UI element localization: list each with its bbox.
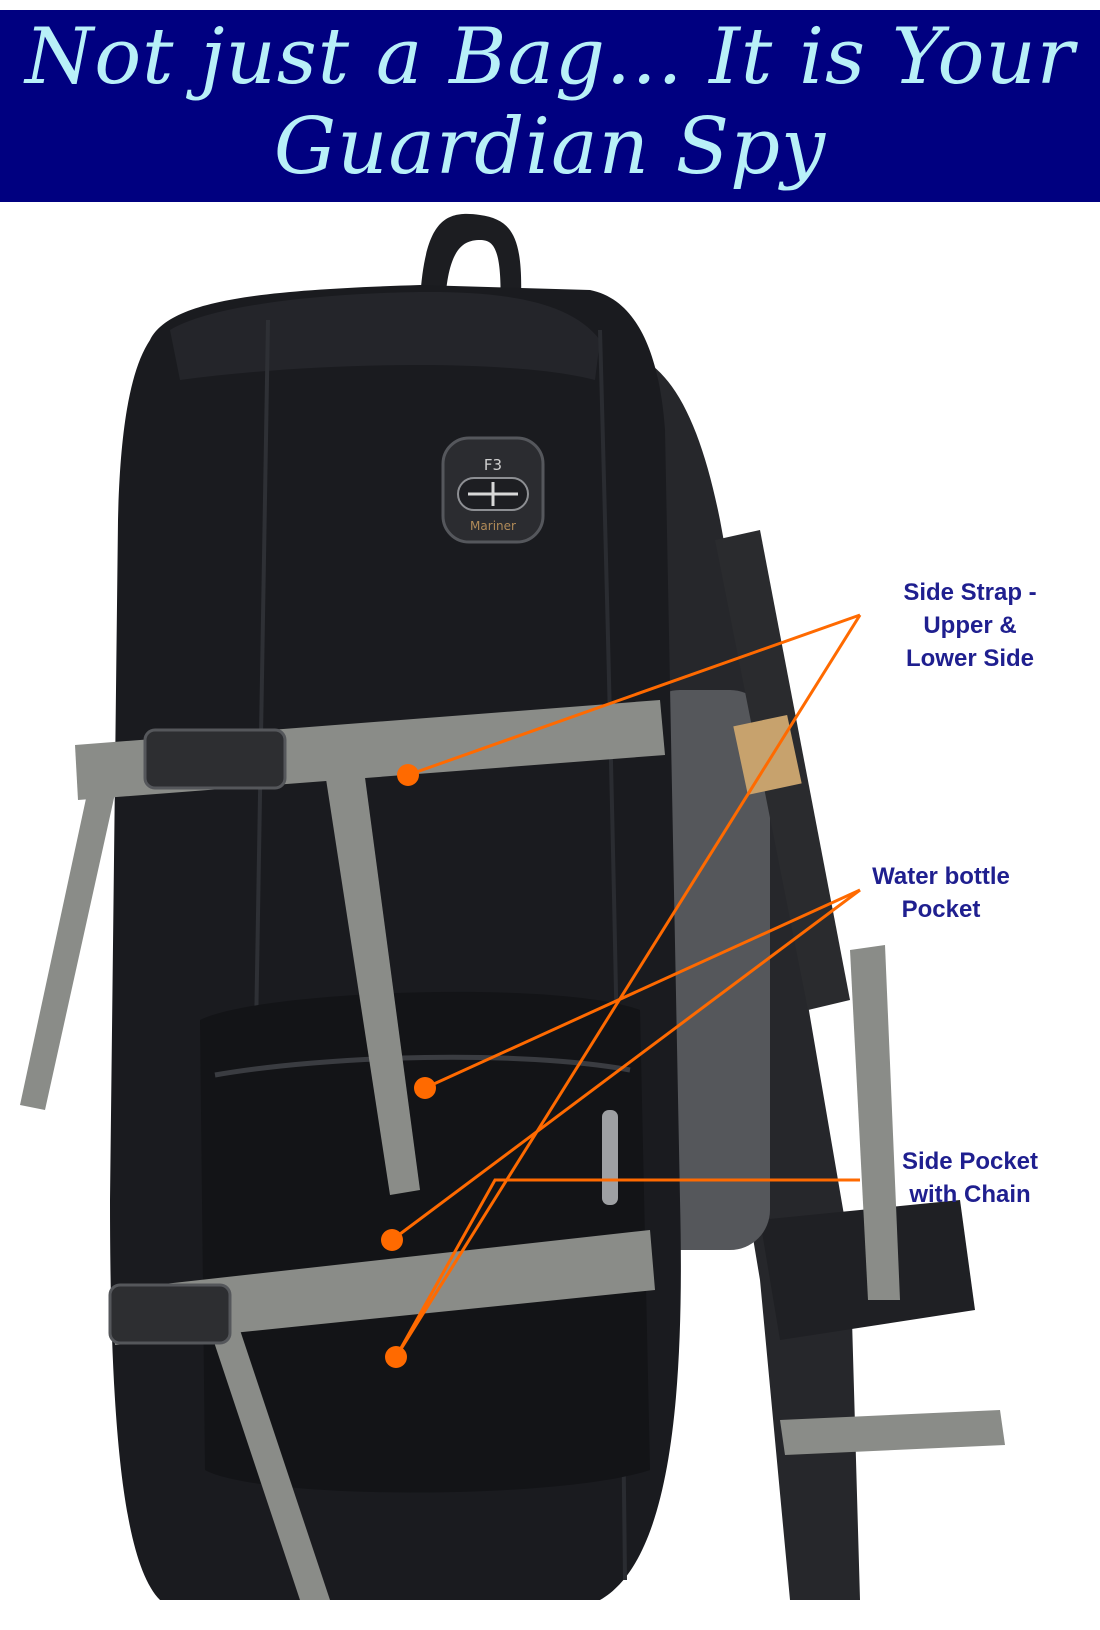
hip-webbing — [780, 1410, 1005, 1455]
callout-side-strap-line-1: Side Strap - — [903, 579, 1037, 606]
callout-water-bottle-line-1: Water bottle — [872, 863, 1010, 890]
callout-markers — [381, 764, 436, 1368]
callout-side-strap: Side Strap - Upper & Lower Side — [860, 576, 1080, 675]
callout-side-strap-line-2: Upper & — [923, 612, 1017, 639]
marker-bottle-pocket — [414, 1077, 436, 1099]
badge-bottom-text: Mariner — [470, 519, 516, 533]
marker-bottle-pocket-lower — [381, 1229, 403, 1251]
lower-strap-tail — [210, 1330, 330, 1600]
headline: Not just a Bag... It is Your Guardian Sp… — [0, 12, 1100, 202]
chain-clip — [602, 1110, 618, 1205]
callout-water-bottle-line-2: Pocket — [901, 896, 981, 923]
leader-lines — [391, 613, 862, 1358]
side-pocket — [200, 991, 650, 1493]
marker-lower-strap — [385, 1346, 407, 1368]
lower-side-strap — [110, 1230, 655, 1345]
callout-side-pocket: Side Pocket with Chain — [860, 1145, 1080, 1211]
badge-top-text: F3 — [484, 456, 502, 474]
headline-line-1: Not just a Bag... It is Your — [24, 12, 1076, 102]
callout-side-strap-line-3: Lower Side — [905, 645, 1035, 672]
left-dangling-strap — [20, 780, 118, 1110]
logo-badge: F3 Mariner — [441, 436, 545, 544]
lower-buckle — [108, 1283, 232, 1345]
right-webbing — [850, 945, 900, 1300]
callout-water-bottle: Water bottle Pocket — [836, 860, 1046, 926]
callout-side-pocket-line-1: Side Pocket — [901, 1148, 1039, 1175]
title-banner — [0, 10, 1100, 202]
headline-line-2: Guardian Spy — [273, 102, 827, 192]
marker-upper-strap — [397, 764, 419, 786]
callout-side-pocket-line-2: with Chain — [909, 1181, 1031, 1208]
upper-buckle — [143, 728, 287, 790]
bag-top-panel — [170, 292, 600, 380]
upper-strap-tail — [320, 740, 420, 1195]
